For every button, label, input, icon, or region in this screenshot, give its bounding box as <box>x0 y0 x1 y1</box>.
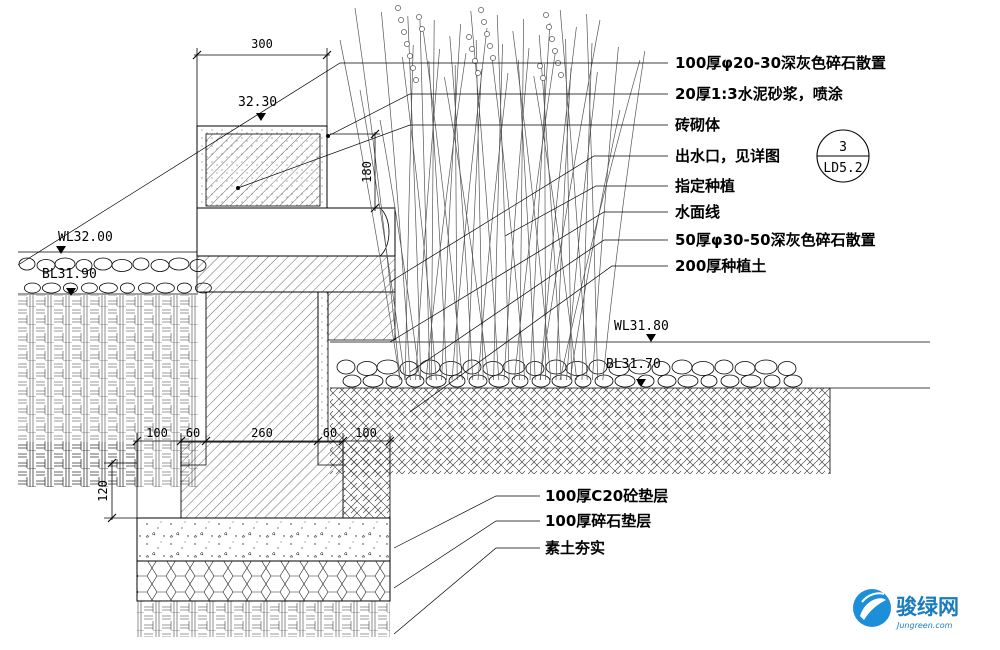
right-gravel <box>336 359 803 388</box>
dim-coping-height: 180 <box>360 161 374 183</box>
dim-seg-1: 100 <box>146 426 168 440</box>
dim-seg-4: 60 <box>323 426 337 440</box>
annotation-water-line: 水面线 <box>675 203 720 221</box>
watermark-name: 骏绿网 <box>896 595 959 619</box>
dim-wall-width: 300 <box>251 37 273 51</box>
level-right-bottom: BL31.70 <box>606 357 661 372</box>
detail-number: 3 <box>839 140 847 155</box>
annotation-top-gravel: 100厚φ20-30深灰色碎石散置 <box>675 54 886 72</box>
level-left-bottom: BL31.90 <box>42 267 97 282</box>
ornamental-grass <box>339 5 646 381</box>
annotation-brick: 砖砌体 <box>675 116 721 134</box>
level-top-of-wall: 32.30 <box>238 95 277 110</box>
leaf-logo-icon <box>853 589 891 627</box>
level-triangle-icon <box>646 334 656 342</box>
annotation-outlet: 出水口，见详图 <box>675 147 780 165</box>
annotation-compacted-soil: 素土夯实 <box>545 539 605 557</box>
level-markers: 32.30 WL32.00 BL31.90 WL31.80 BL31.70 <box>42 95 669 387</box>
annotation-planting-soil: 200厚种植土 <box>675 257 766 275</box>
dim-seg-3: 260 <box>251 426 273 440</box>
annotation-gravel-50: 50厚φ30-50深灰色碎石散置 <box>675 231 876 249</box>
dim-seg-2: 60 <box>186 426 200 440</box>
brick-wall <box>180 125 396 519</box>
annotation-gravel-base: 100厚碎石垫层 <box>545 512 651 530</box>
level-triangle-icon <box>56 246 66 254</box>
level-triangle-icon <box>66 288 76 296</box>
watermark: 骏绿网 Jungreen.com <box>853 589 959 630</box>
dim-seg-5: 100 <box>355 426 377 440</box>
level-triangle-icon <box>256 113 266 121</box>
annotation-mortar: 20厚1:3水泥砂浆，喷涂 <box>675 85 844 103</box>
detail-callout: 3 LD5.2 <box>816 129 870 183</box>
level-triangle-icon <box>636 379 646 387</box>
annotation-planting: 指定种植 <box>675 177 735 195</box>
foundation-layers <box>18 442 391 637</box>
watermark-url: Jungreen.com <box>895 621 953 630</box>
leader-lines <box>17 62 668 635</box>
annotations: 100厚φ20-30深灰色碎石散置 20厚1:3水泥砂浆，喷涂 砖砌体 出水口，… <box>545 54 886 557</box>
level-left-water: WL32.00 <box>58 230 113 245</box>
detail-sheet: LD5.2 <box>823 161 862 176</box>
annotation-concrete-base: 100厚C20砼垫层 <box>545 487 668 505</box>
dim-footing-height: 120 <box>96 480 110 502</box>
dimensions: 300 180 120 100 60 260 60 100 <box>96 37 395 523</box>
level-right-water: WL31.80 <box>614 319 669 334</box>
